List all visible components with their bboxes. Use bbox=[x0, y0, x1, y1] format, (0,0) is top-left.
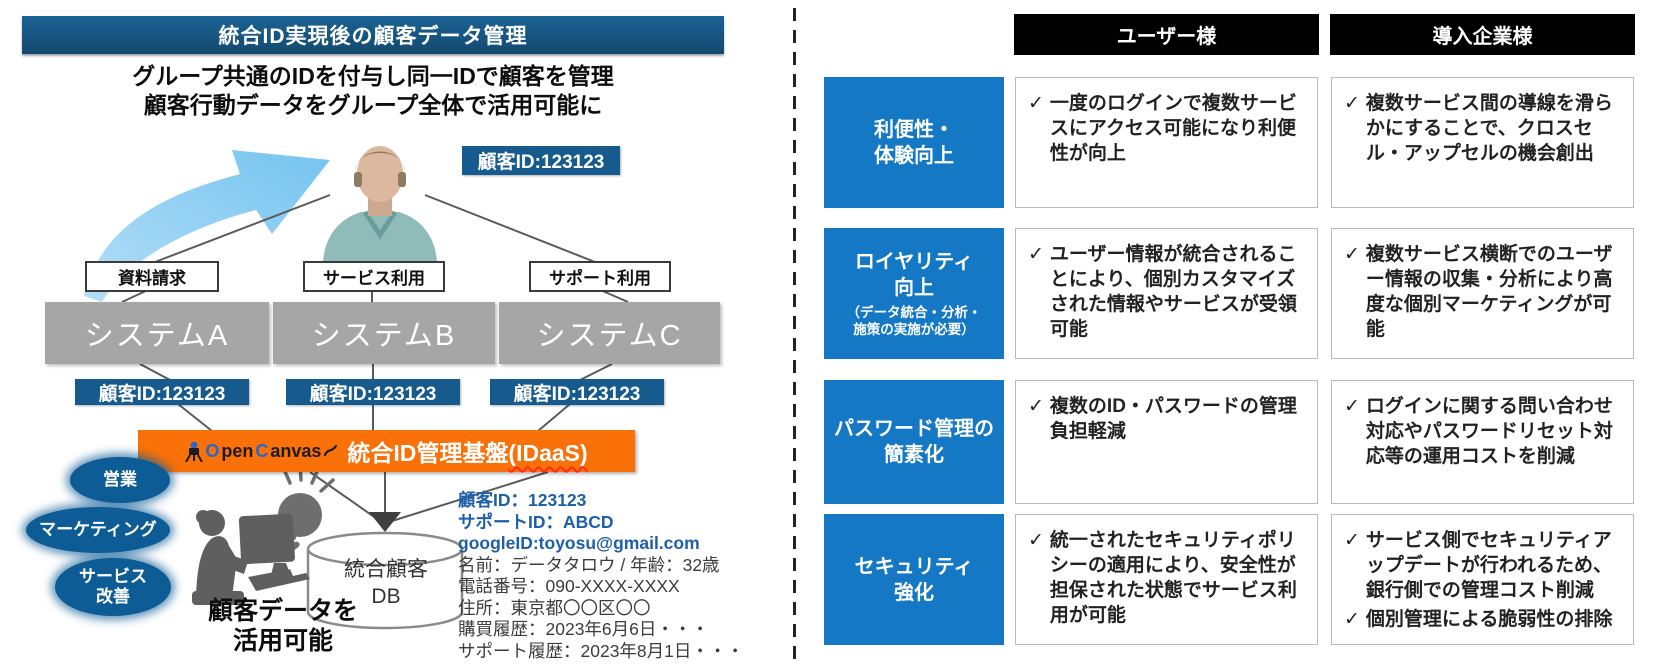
customer-avatar bbox=[313, 134, 447, 262]
lightbulb-icon bbox=[278, 493, 322, 537]
record-support-id: サポートID：ABCD bbox=[458, 511, 614, 532]
check-icon: ✓ bbox=[1344, 244, 1360, 265]
row-label-convenience: 利便性・体験向上 bbox=[824, 77, 1004, 208]
system-b-id-badge: 顧客ID:123123 bbox=[286, 379, 460, 405]
check-icon: ✓ bbox=[1344, 609, 1360, 630]
cell-security-user: ✓統一されたセキュリティポリシーの適用により、安全性が担保された状態でサービス利… bbox=[1015, 514, 1318, 645]
record-customer-id: 顧客ID：123123 bbox=[458, 490, 587, 510]
column-header-user: ユーザー様 bbox=[1014, 14, 1319, 55]
row-label-security: セキュリティ強化 bbox=[824, 514, 1004, 645]
cell-password-company: ✓ログインに関する問い合わせ対応やパスワードリセット対応等の運用コストを削減 bbox=[1331, 380, 1634, 504]
system-a-id-badge: 顧客ID:123123 bbox=[75, 379, 249, 405]
db-label: 統合顧客 DB bbox=[344, 558, 428, 608]
check-icon: ✓ bbox=[1028, 530, 1044, 551]
bubble-marketing: マーケティング bbox=[26, 507, 170, 553]
easel-icon bbox=[185, 441, 204, 462]
system-c-box: システムC bbox=[499, 302, 720, 364]
left-title-banner: 統合ID実現後の顧客データ管理 bbox=[22, 16, 724, 54]
left-title-text: 統合ID実現後の顧客データ管理 bbox=[218, 25, 528, 48]
db-arrowhead-icon bbox=[369, 512, 401, 532]
check-icon: ✓ bbox=[1028, 396, 1044, 417]
system-c-id-badge: 顧客ID:123123 bbox=[490, 379, 664, 405]
paintbrush-icon bbox=[324, 444, 338, 457]
vertical-dashed-divider bbox=[793, 8, 796, 661]
bubble-sales: 営業 bbox=[70, 457, 170, 503]
cell-password-user: ✓複数のID・パスワードの管理負担軽減 bbox=[1015, 380, 1318, 504]
check-icon: ✓ bbox=[1028, 93, 1044, 114]
cell-loyalty-user: ✓ユーザー情報が統合されることにより、個別カスタマイズされた情報やサービスが受領… bbox=[1015, 228, 1318, 359]
row-label-password: パスワード管理の簡素化 bbox=[824, 380, 1004, 504]
left-subtitle: グループ共通のIDを付与し同一IDで顧客を管理 顧客行動データをグループ全体で活… bbox=[132, 63, 614, 118]
customer-id-badge-top: 顧客ID:123123 bbox=[462, 146, 620, 175]
cell-convenience-user: ✓一度のログインで複数サービスにアクセス可能になり利便性が向上 bbox=[1015, 77, 1318, 208]
record-address: 住所：東京都〇〇区〇〇 bbox=[458, 597, 651, 618]
customer-record: 顧客ID：123123 サポートID：ABCD googleID:toyosu@… bbox=[458, 490, 758, 662]
record-support-history: サポート履歴：2023年8月1日・・・ bbox=[458, 640, 744, 661]
record-name-age: 名前：データタロウ / 年齢：32歳 bbox=[458, 554, 720, 575]
check-icon: ✓ bbox=[1344, 93, 1360, 114]
check-icon: ✓ bbox=[1344, 396, 1360, 417]
action-box-service-use: サービス利用 bbox=[303, 261, 445, 292]
cell-loyalty-company: ✓複数サービス横断でのユーザー情報の収集・分析により高度な個別マーケティングが可… bbox=[1331, 228, 1634, 359]
bubble-service-improvement: サービス改善 bbox=[55, 558, 171, 616]
check-icon: ✓ bbox=[1028, 244, 1044, 265]
idaas-bar-label: 統合ID管理基盤(IDaaS) bbox=[347, 440, 588, 466]
record-purchase-history: 購買履歴：2023年6月6日・・・ bbox=[458, 619, 709, 639]
cell-convenience-company: ✓複数サービス間の導線を滑らかにすることで、クロスセル・アップセルの機会創出 bbox=[1331, 77, 1634, 208]
system-a-box: システムA bbox=[45, 302, 269, 364]
column-header-company: 導入企業様 bbox=[1330, 14, 1635, 55]
record-google-id: googleID:toyosu@gmail.com bbox=[458, 533, 700, 553]
action-box-support-use: サポート利用 bbox=[529, 261, 671, 292]
monitor-icon bbox=[238, 513, 295, 565]
cell-security-company: ✓サービス側でセキュリティアップデートが行われるため、銀行側での管理コスト削減 … bbox=[1331, 514, 1634, 645]
row-label-loyalty: ロイヤリティ向上 （データ統合・分析・施策の実施が必要） bbox=[824, 228, 1004, 359]
action-box-document-request: 資料請求 bbox=[85, 261, 219, 292]
check-icon: ✓ bbox=[1344, 530, 1360, 551]
system-b-box: システムB bbox=[273, 302, 495, 364]
record-phone: 電話番号：090-XXXX-XXXX bbox=[458, 576, 680, 596]
